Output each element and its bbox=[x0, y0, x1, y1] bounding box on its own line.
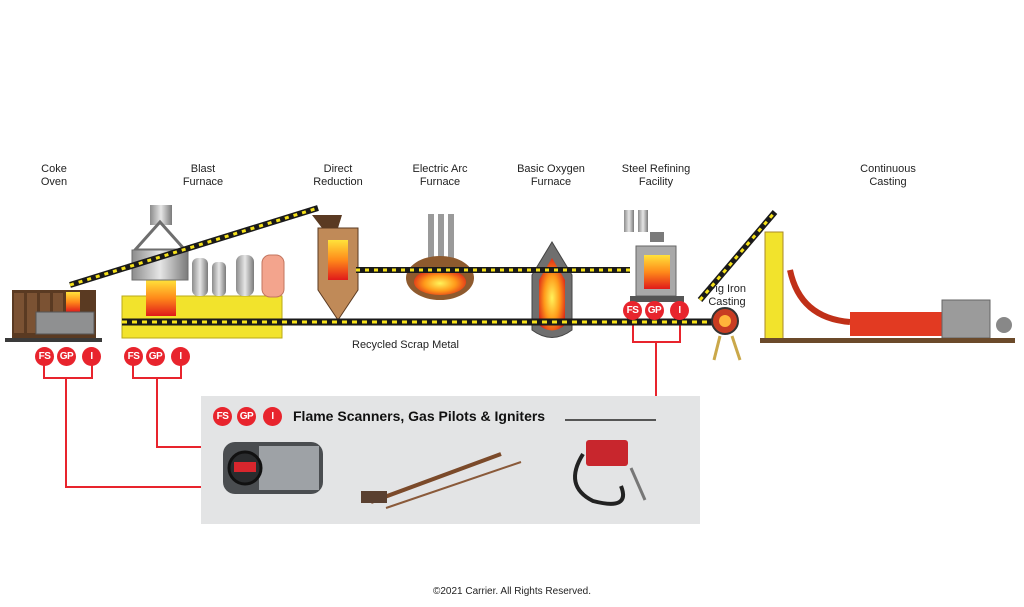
blast-furnace-unit bbox=[121, 205, 285, 339]
fs-badge: FS bbox=[124, 347, 143, 366]
i-badge: I bbox=[670, 301, 689, 320]
electric-arc-furnace-unit bbox=[406, 214, 474, 300]
i-badge: I bbox=[171, 347, 190, 366]
coke-oven-unit bbox=[5, 290, 102, 342]
basic-oxygen-furnace-unit bbox=[531, 241, 573, 338]
pig-iron-casting-unit bbox=[697, 210, 778, 361]
product-panel: FS GP I Flame Scanners, Gas Pilots & Ign… bbox=[201, 396, 700, 524]
copyright: ©2021 Carrier. All Rights Reserved. bbox=[433, 586, 591, 597]
flame-scanner-image bbox=[223, 442, 323, 494]
connector-lines bbox=[43, 320, 681, 488]
gp-badge: GP bbox=[645, 301, 664, 320]
fs-badge: FS bbox=[623, 301, 642, 320]
i-badge: I bbox=[263, 407, 282, 426]
lower-conveyor bbox=[122, 267, 730, 326]
fs-badge: FS bbox=[35, 347, 54, 366]
product-images bbox=[223, 419, 656, 509]
gas-pilot-image bbox=[361, 452, 522, 509]
panel-title: Flame Scanners, Gas Pilots & Igniters bbox=[293, 408, 546, 424]
fs-badge: FS bbox=[213, 407, 232, 426]
igniter-image bbox=[573, 440, 647, 506]
direct-reduction-unit bbox=[312, 215, 359, 321]
i-badge: I bbox=[82, 347, 101, 366]
gp-badge: GP bbox=[57, 347, 76, 366]
steel-refining-unit bbox=[624, 210, 684, 302]
gp-badge: GP bbox=[237, 407, 256, 426]
recycled-scrap-label: Recycled Scrap Metal bbox=[352, 339, 459, 351]
gp-badge: GP bbox=[146, 347, 165, 366]
inclined-conveyor bbox=[69, 205, 319, 288]
continuous-casting-unit bbox=[760, 231, 1015, 343]
